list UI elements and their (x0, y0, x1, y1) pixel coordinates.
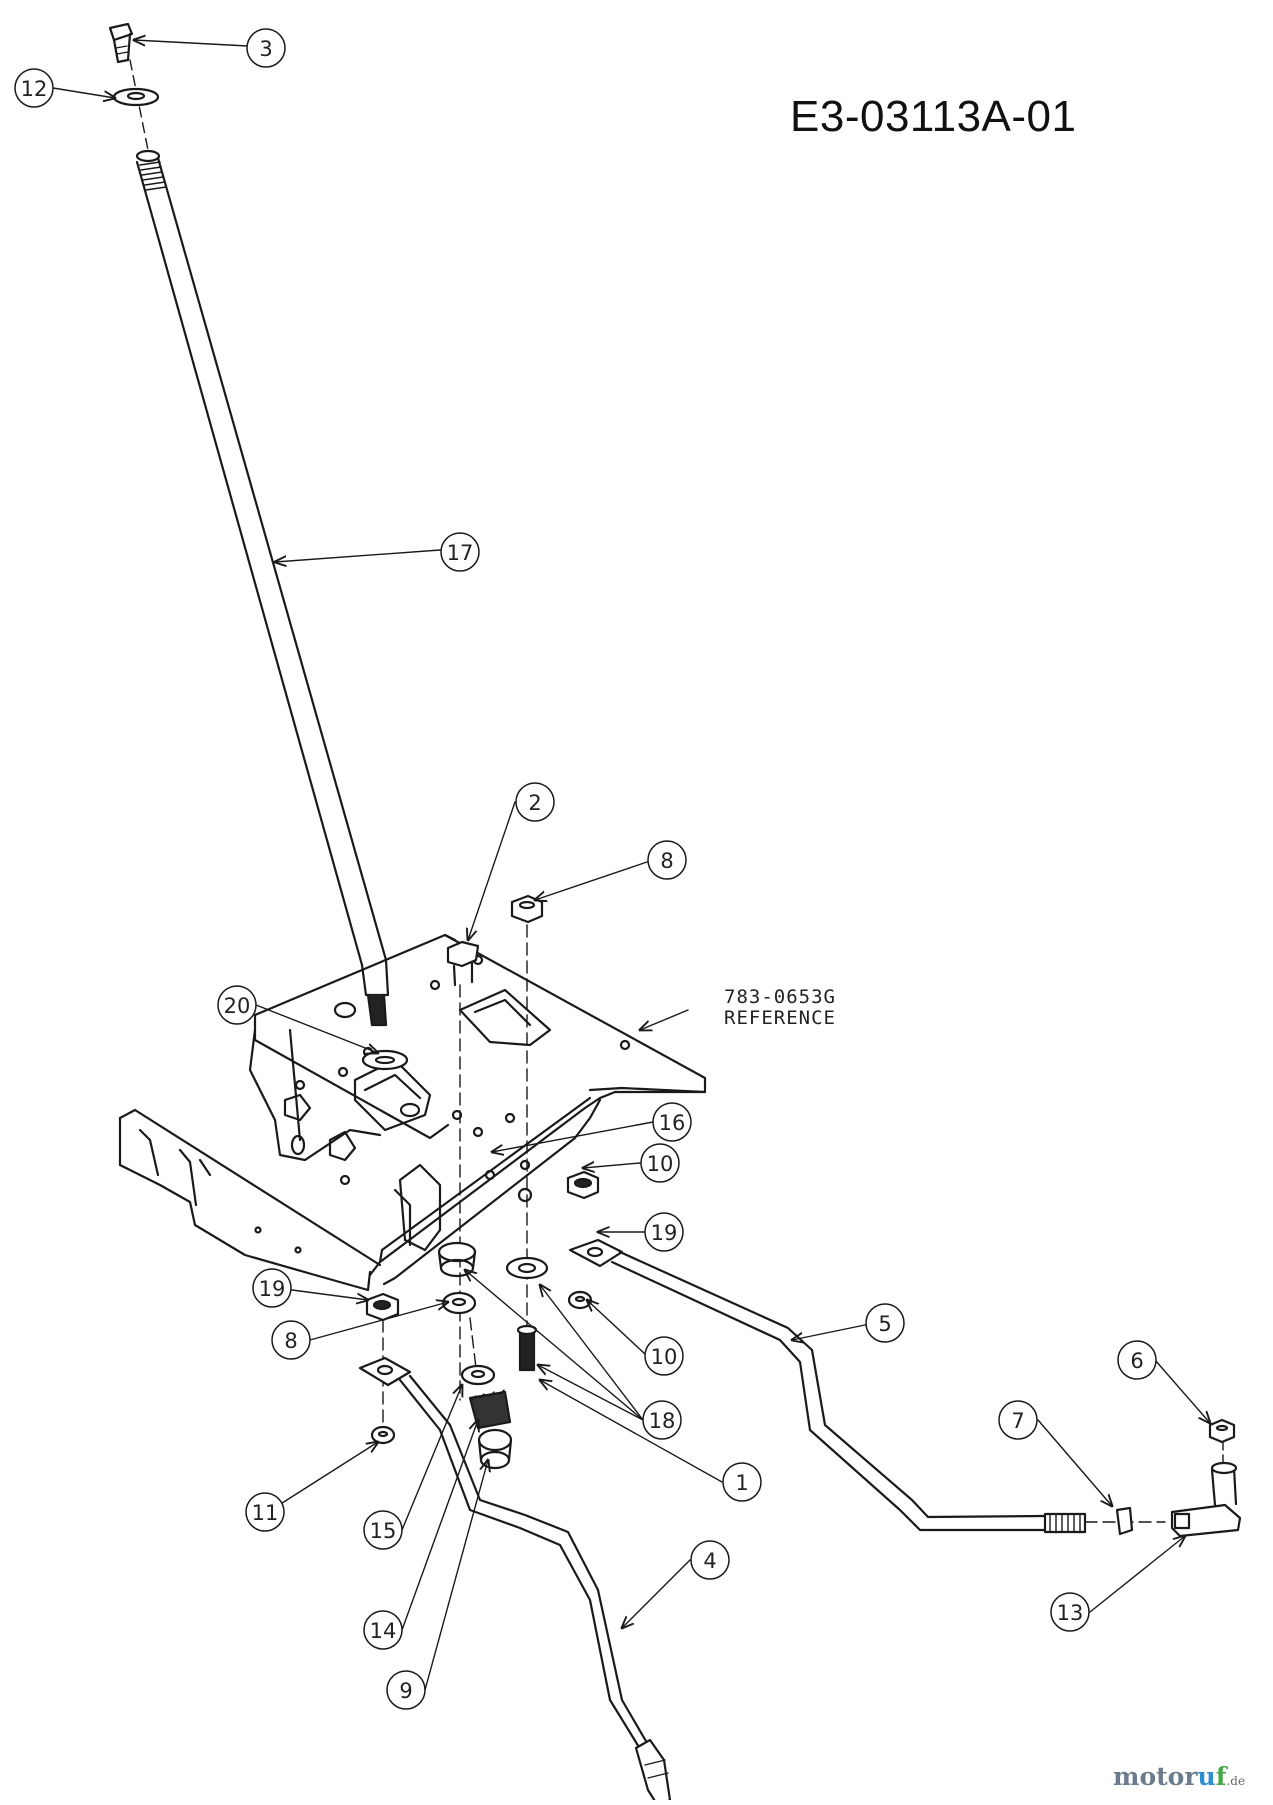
watermark-u: u (1197, 1762, 1216, 1791)
reference-label: 783-0653G REFERENCE (700, 987, 860, 1029)
callout-7: 7 (998, 1400, 1038, 1440)
callout-16: 16 (652, 1102, 692, 1142)
callout-12: 14 (363, 1610, 403, 1650)
callout-5: 5 (865, 1303, 905, 1343)
watermark-part1: motor (1113, 1762, 1198, 1791)
steering-shaft (135, 149, 390, 1027)
gear-12 (468, 1389, 512, 1430)
callout-17: 17 (440, 532, 480, 572)
svg-text:15: 15 (370, 1519, 397, 1543)
callout-2: 2 (515, 782, 555, 822)
reference-text: REFERENCE (724, 1007, 836, 1029)
watermark-f: f (1215, 1762, 1227, 1791)
nut-6 (1208, 1418, 1236, 1444)
svg-text:2: 2 (528, 791, 541, 815)
watermark-tld: .de (1226, 1774, 1246, 1788)
svg-text:1: 1 (735, 1471, 748, 1495)
callout-19-left: 19 (252, 1268, 292, 1308)
reference-part-number: 783-0653G (724, 986, 836, 1008)
svg-text:11: 11 (252, 1501, 279, 1525)
callout-bubbles: 3 12 17 2 8 20 16 10 19 19 8 10 5 6 7 18… (14, 28, 1157, 1710)
nut-10-left (370, 1425, 396, 1445)
svg-text:6: 6 (1130, 1349, 1143, 1373)
jam-nut-7 (1115, 1506, 1134, 1536)
callout-3: 3 (246, 28, 286, 68)
callout-10-left: 11 (245, 1492, 285, 1532)
svg-text:12: 12 (21, 77, 48, 101)
svg-text:4: 4 (703, 1549, 716, 1573)
callout-19-right: 19 (644, 1212, 684, 1252)
svg-text:10: 10 (647, 1152, 674, 1176)
nut-19-left (365, 1292, 400, 1322)
nut-8-top (510, 894, 544, 924)
svg-text:5: 5 (878, 1312, 891, 1336)
washer-15 (460, 1364, 496, 1386)
svg-text:8: 8 (284, 1329, 297, 1353)
svg-text:14: 14 (370, 1619, 397, 1643)
motoruf-watermark: motoruf.de (1113, 1762, 1245, 1791)
callout-8-lower: 8 (271, 1320, 311, 1360)
spacer-18a (437, 1241, 477, 1278)
spacer-18b (505, 1256, 549, 1280)
callout-13: 13 (1050, 1592, 1090, 1632)
callout-14: 12 (14, 68, 54, 108)
washer-8-lower (441, 1291, 477, 1315)
washer-14 (112, 87, 160, 107)
bolt-1 (516, 1324, 538, 1372)
callout-9: 9 (386, 1670, 426, 1710)
callout-18: 18 (642, 1400, 682, 1440)
svg-text:8: 8 (660, 849, 673, 873)
bolt-3 (108, 22, 134, 64)
svg-text:9: 9 (399, 1679, 412, 1703)
callout-4: 4 (690, 1540, 730, 1580)
callout-20: 20 (217, 985, 257, 1025)
spacer-9 (477, 1428, 513, 1470)
diagram-code: E3-03113A-01 (790, 92, 1077, 141)
nut-19-right (566, 1170, 600, 1200)
dash-line-15 (469, 1317, 477, 1369)
callout-8-top: 8 (647, 840, 687, 880)
callout-leaders (52, 40, 1210, 1691)
svg-text:17: 17 (447, 541, 474, 565)
callout-1: 1 (722, 1462, 762, 1502)
svg-text:19: 19 (651, 1221, 678, 1245)
svg-text:20: 20 (224, 994, 251, 1018)
svg-text:7: 7 (1011, 1409, 1024, 1433)
callout-15: 15 (363, 1510, 403, 1550)
svg-text:3: 3 (259, 37, 272, 61)
callout-11: 10 (640, 1143, 680, 1183)
callout-6: 6 (1117, 1340, 1157, 1380)
steering-bracket (118, 933, 707, 1292)
ball-joint-13 (1170, 1461, 1242, 1538)
svg-text:19: 19 (259, 1277, 286, 1301)
drag-link-5 (568, 1238, 1087, 1534)
svg-text:18: 18 (649, 1409, 676, 1433)
svg-text:10: 10 (651, 1345, 678, 1369)
callout-10-right: 10 (644, 1336, 684, 1376)
svg-text:13: 13 (1057, 1601, 1084, 1625)
bolt-2 (446, 940, 480, 987)
svg-text:16: 16 (659, 1111, 686, 1135)
drag-link-4 (358, 1356, 672, 1805)
